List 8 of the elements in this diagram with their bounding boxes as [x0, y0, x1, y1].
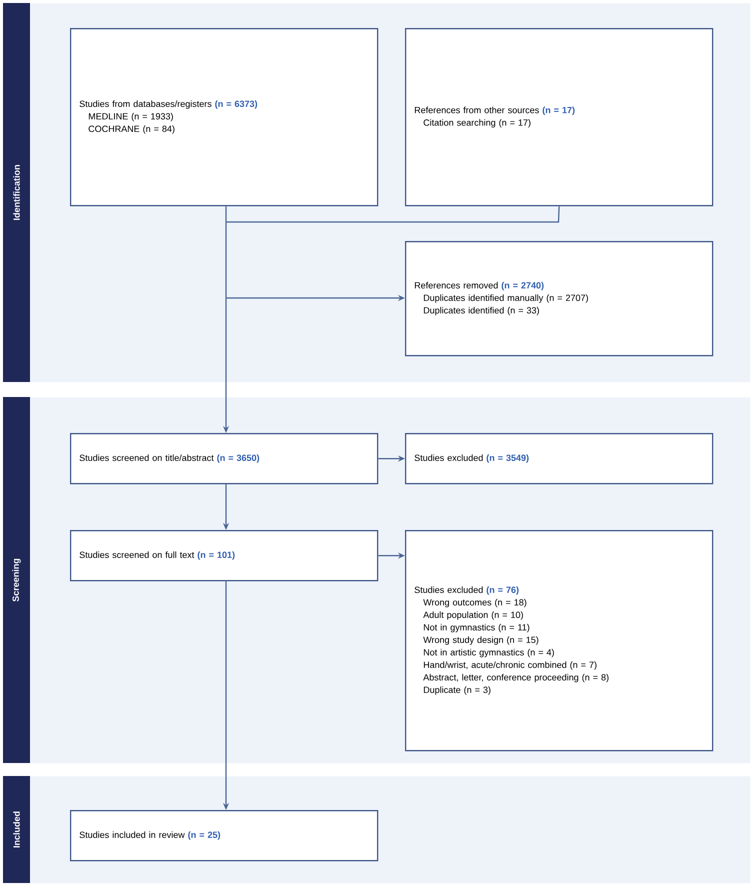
process-box: References removed (n = 2740) Duplicates identified manually (n = 2707) Duplicates identified (n = 33) — [405, 241, 714, 356]
process-box: References from other sources (n = 17) Citation searching (n = 17) — [405, 28, 714, 206]
process-box: Studies excluded (n = 76) Wrong outcomes (n = 18) Adult population (n = 10) Not in gymnastics (n = 11) Wrong study design (n = 15) Not in artistic gymnastics (n = 4) Hand/wrist, acute/chronic combined (n = 7) Abstract, letter, conference proceeding (n = 8) Duplicate (n = 3) — [405, 530, 714, 752]
process-box: Studies screened on title/abstract (n = 3650) — [70, 433, 378, 484]
process-box: Studies screened on full text (n = 101) — [70, 530, 378, 582]
process-box: Studies included in review (n = 25) — [70, 810, 378, 862]
process-box: Studies from databases/registers (n = 6373) MEDLINE (n = 1933) COCHRANE (n = 84) — [70, 28, 378, 206]
process-box: Studies excluded (n = 3549) — [405, 433, 714, 484]
